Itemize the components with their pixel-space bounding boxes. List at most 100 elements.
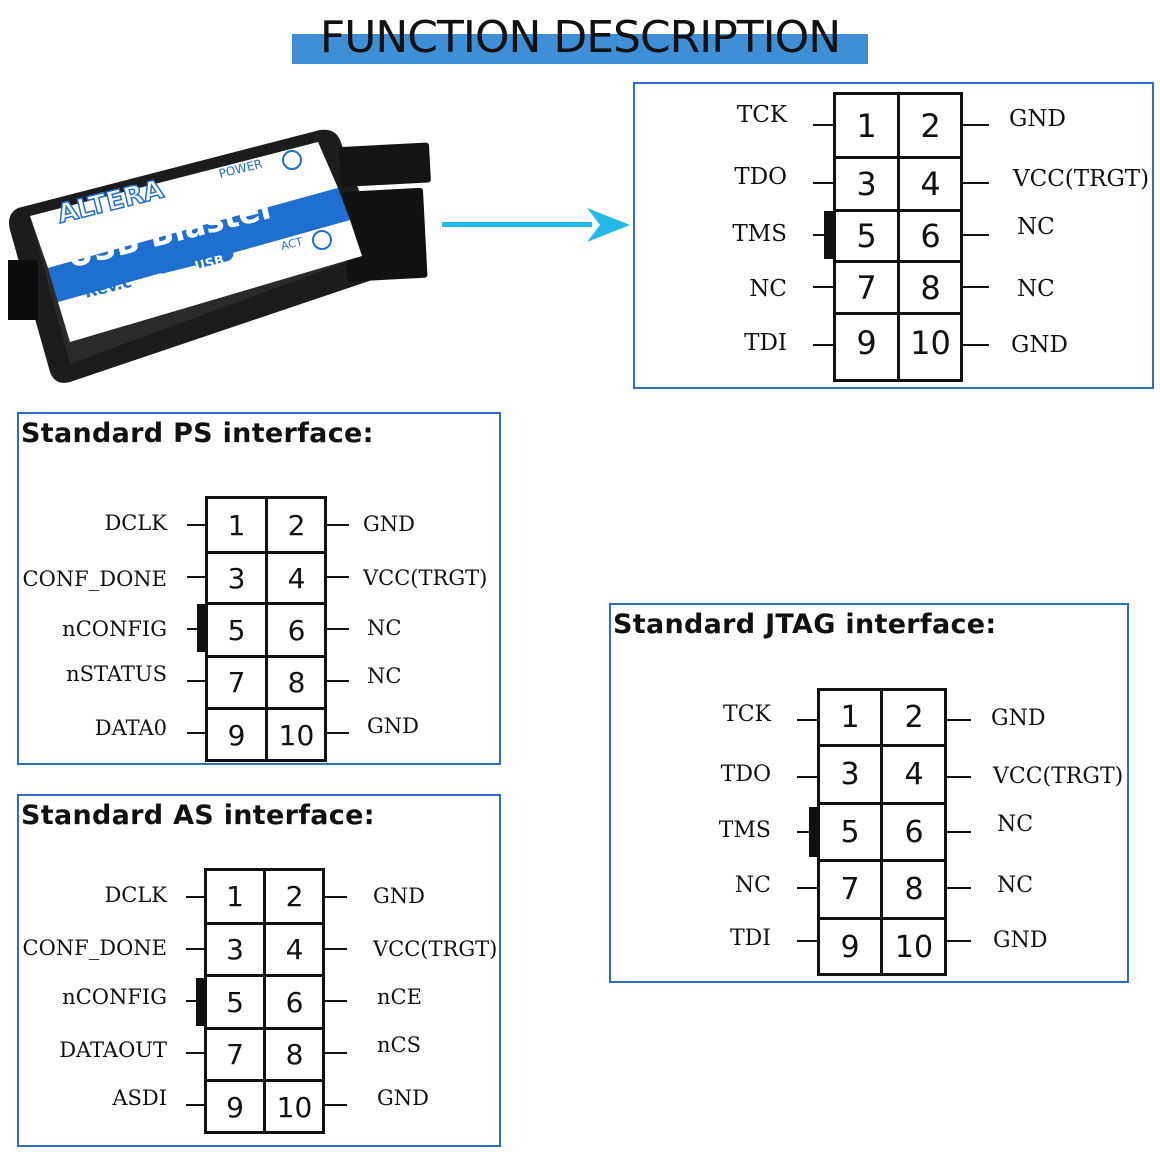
pin-number: 1 (227, 508, 246, 542)
pin-number: 6 (920, 217, 941, 255)
pin-number: 8 (285, 1038, 304, 1071)
pin-number: 7 (226, 1038, 244, 1071)
pin-number: 9 (856, 324, 877, 362)
signal-label: TCK (723, 702, 771, 727)
pin-number: 8 (287, 666, 306, 699)
signal-label: NC (1017, 276, 1055, 302)
signal-label: NC (997, 812, 1034, 837)
signal-label: VCC(TRGT) (373, 937, 498, 961)
signal-label: VCC(TRGT) (363, 566, 488, 590)
pin-number: 3 (226, 933, 244, 966)
signal-label: GND (1009, 106, 1066, 132)
pin-number: 5 (226, 985, 244, 1019)
pin-number: 3 (227, 561, 246, 595)
pin-number: 5 (840, 814, 860, 850)
as-interface-panel: Standard AS interface: 1 2 3 4 5 6 7 8 9… (17, 794, 501, 1147)
signal-label: NC (997, 873, 1034, 898)
signal-label: DATAOUT (59, 1038, 167, 1062)
header-key-notch (809, 807, 817, 857)
signal-label: GND (991, 706, 1046, 731)
pin-number: 9 (226, 1090, 244, 1124)
header-key-notch (197, 604, 205, 652)
pin-number: 4 (920, 165, 941, 203)
act-label: ACT (280, 235, 305, 253)
panel-title: Standard AS interface: (21, 800, 375, 831)
pin-number: 7 (840, 872, 860, 907)
arrow-icon (442, 208, 630, 242)
signal-label: DATA0 (94, 716, 167, 740)
pin-number: 10 (276, 1090, 313, 1124)
pin-number: 1 (226, 880, 244, 913)
signal-label: nCONFIG (62, 985, 167, 1009)
pin-number: 5 (227, 613, 246, 647)
pin-number: 3 (840, 757, 860, 792)
pin-number: 3 (856, 165, 877, 203)
page-title: FUNCTION DESCRIPTION (319, 12, 841, 63)
pin-number: 1 (840, 700, 860, 735)
signal-label: DCLK (104, 511, 167, 535)
pin-number: 4 (904, 757, 924, 792)
pin-number: 4 (285, 933, 304, 966)
signal-label: GND (363, 512, 415, 536)
pin-number: 4 (287, 561, 306, 595)
pin-number: 2 (287, 508, 306, 542)
usb-badge-icon (191, 243, 234, 268)
signal-label: VCC(TRGT) (1013, 166, 1150, 192)
signal-label: DCLK (104, 883, 167, 907)
signal-label: TDO (734, 164, 787, 190)
act-led-icon (312, 230, 332, 250)
usb-blaster-device-image: ALTERA POWER USB Blaster Rev.c USB ACT (8, 129, 431, 383)
signal-label: nCONFIG (62, 617, 167, 641)
ps-interface-panel: Standard PS interface: 1 2 3 4 5 6 7 8 9… (17, 412, 501, 765)
pin-number: 8 (920, 268, 941, 307)
signal-label: GND (367, 714, 419, 738)
pin-number: 5 (856, 217, 877, 255)
signal-label: NC (1017, 214, 1055, 240)
top-header-panel: 1 2 3 4 5 6 7 8 9 10 TCK TDO TMS NC TDI … (633, 82, 1154, 389)
signal-label: TMS (718, 818, 771, 843)
signal-label: NC (367, 616, 402, 640)
signal-label: NC (734, 873, 771, 898)
pin-number: 2 (285, 880, 304, 913)
signal-label: ASDI (112, 1086, 167, 1110)
signal-label: GND (377, 1086, 429, 1110)
signal-label: NC (367, 664, 402, 688)
signal-label: GND (993, 928, 1048, 953)
signal-label: GND (1011, 332, 1068, 358)
signal-label: CONF_DONE (22, 567, 168, 591)
signal-label: nCE (377, 985, 422, 1009)
jtag-interface-panel: Standard JTAG interface: 1 2 3 4 5 6 7 8… (609, 603, 1129, 983)
pin-number: 9 (227, 718, 246, 752)
panel-title: Standard PS interface: (21, 418, 374, 449)
signal-label: TDO (720, 762, 771, 787)
signal-label: nSTATUS (66, 662, 167, 686)
pin-number: 1 (856, 106, 877, 145)
signal-label: TMS (732, 221, 787, 247)
signal-label: GND (373, 884, 425, 908)
pin-number: 6 (287, 613, 306, 647)
pin-number: 10 (278, 718, 315, 752)
header-key-notch (824, 211, 833, 259)
signal-label: TDI (744, 330, 787, 356)
title-underline-bar (292, 34, 868, 64)
pin-number: 10 (910, 324, 951, 362)
usb-badge-label: USB (193, 253, 226, 275)
pin-number: 2 (904, 700, 924, 735)
header-key-notch (196, 978, 204, 1026)
panel-title: Standard JTAG interface: (613, 609, 997, 640)
pin-number: 10 (894, 929, 934, 965)
signal-label: TDI (729, 926, 771, 951)
signal-label: VCC(TRGT) (993, 764, 1124, 789)
signal-label: TCK (736, 102, 787, 128)
pin-number: 7 (227, 666, 246, 699)
signal-label: NC (749, 276, 787, 302)
signal-label: CONF_DONE (22, 936, 168, 960)
device-label: ALTERA POWER USB Blaster Rev.c USB ACT (30, 142, 362, 342)
pin-number: 8 (904, 872, 924, 907)
pin-number: 6 (904, 814, 924, 850)
pin-number: 7 (856, 268, 877, 307)
power-led-icon (282, 150, 302, 170)
pin-number: 9 (840, 929, 860, 965)
signal-label: nCS (377, 1033, 421, 1057)
pin-number: 6 (285, 985, 304, 1019)
